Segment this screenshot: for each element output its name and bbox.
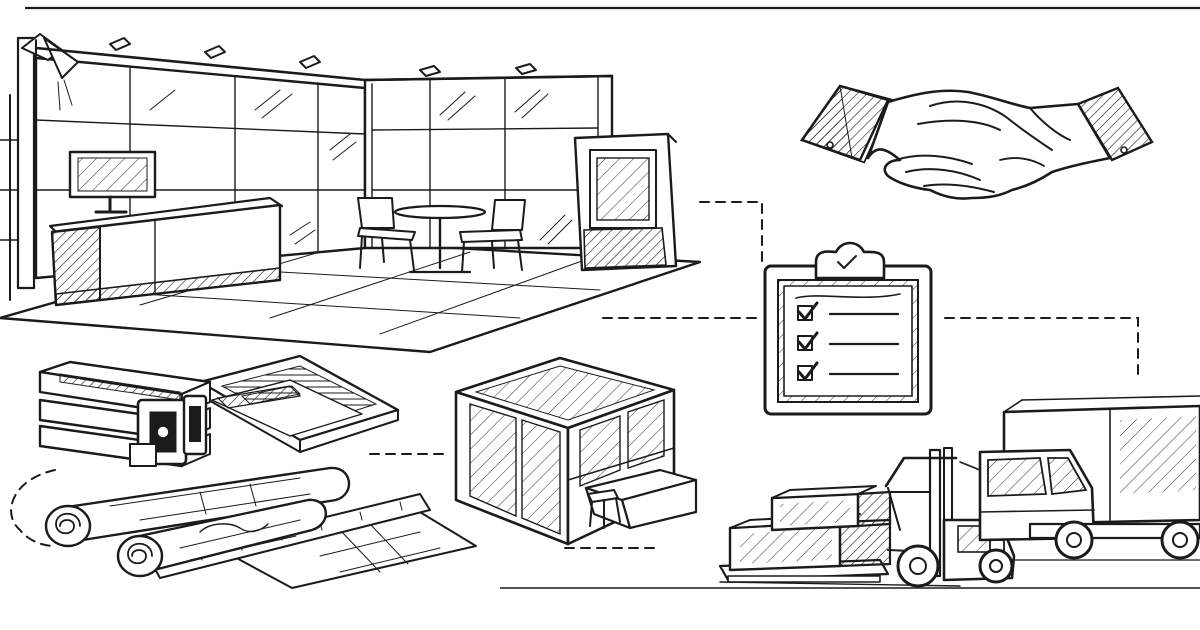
modular-booth-cube-icon [454, 356, 698, 546]
exhibition-booth-icon [0, 33, 702, 354]
delivery-truck-icon [959, 395, 1200, 561]
dashed-connector-lines [10, 201, 1139, 549]
handshake-icon [800, 84, 1154, 200]
booth-profiles-and-panels-icon [38, 354, 400, 468]
forklift-icon [718, 447, 1016, 588]
checklist-clipboard-icon [763, 241, 933, 416]
blueprint-rolls-icon [44, 466, 477, 589]
